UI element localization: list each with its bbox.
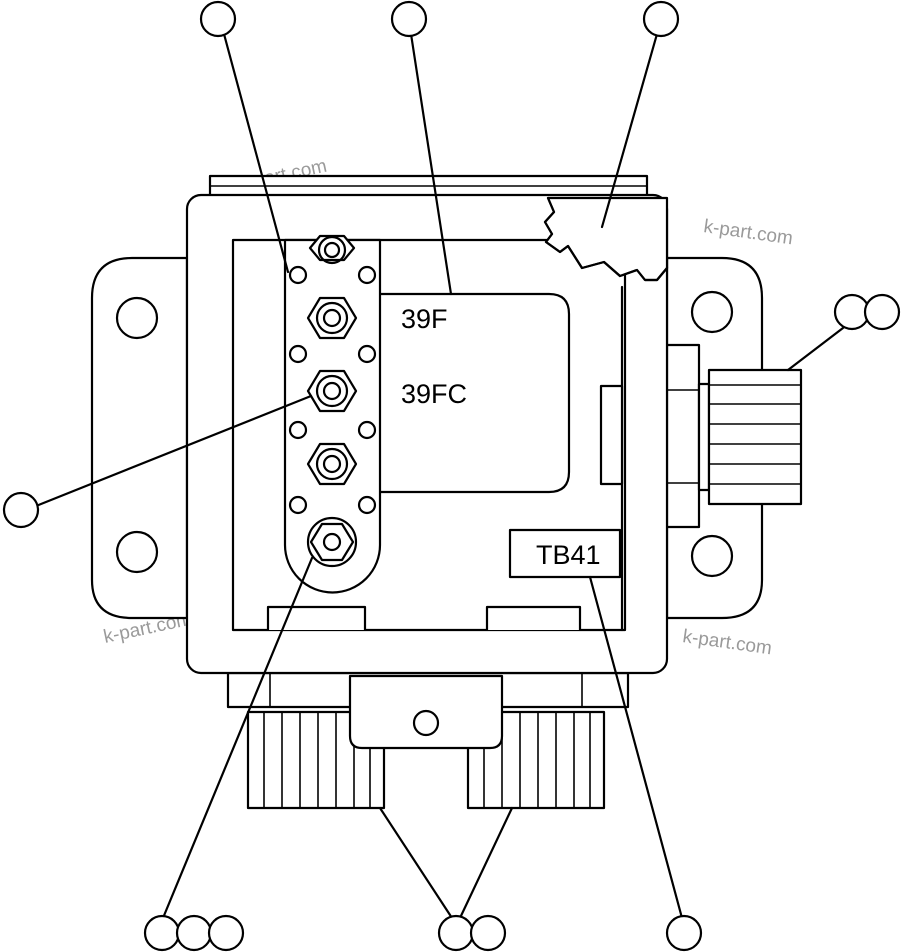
terminal-screws [306, 234, 358, 568]
watermark-4: k-part.com [681, 626, 773, 659]
tb41-plate [508, 528, 622, 579]
callout-circle [2, 491, 40, 529]
terminal-strip [283, 238, 382, 594]
terminal-washer [306, 516, 358, 568]
mounting-hole [115, 296, 159, 340]
side-slot [599, 384, 624, 486]
panel-tab-right [485, 605, 582, 630]
terminal-nut [309, 522, 355, 562]
label-39f: 39F [401, 304, 448, 334]
mounting-hole [690, 534, 734, 578]
right-connector [665, 343, 803, 529]
center-bracket-hole [412, 709, 440, 737]
mounting-hole [115, 530, 159, 574]
strip-rivets [288, 265, 377, 515]
callout-circle [207, 914, 245, 952]
callout-circle [469, 914, 507, 952]
callout-circle [143, 914, 181, 952]
bottom-connector-right [466, 710, 606, 810]
callout-circle [642, 0, 680, 38]
panel-tab-left [266, 605, 367, 630]
callout-circle [863, 293, 901, 331]
callout-circle [665, 914, 703, 952]
label-panel [370, 292, 571, 494]
watermark-2: k-part.com [702, 216, 794, 249]
label-39fc: 39FC [401, 379, 467, 409]
left-bracket [90, 256, 189, 620]
callout-circle [437, 914, 475, 952]
callout-circle [390, 0, 428, 38]
mounting-hole [690, 290, 734, 334]
callout-circle [199, 0, 237, 38]
callout-circle [175, 914, 213, 952]
label-tb41: TB41 [536, 540, 601, 570]
leader-lines [34, 32, 845, 920]
